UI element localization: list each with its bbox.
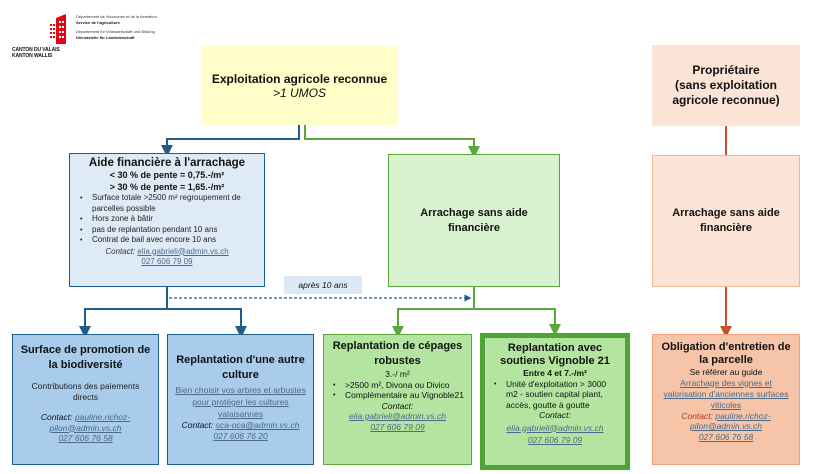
- v21-email-link[interactable]: elia.gabrieli@admin.vs.ch: [506, 422, 604, 433]
- aide-rate-over-30: > 30 % de pente = 1,65.-/m²: [109, 182, 225, 192]
- box-proprietaire: Propriétaire (sans exploitation agricole…: [652, 45, 800, 126]
- oblig-guide-link[interactable]: Arrachage des vignes et valorisation d'a…: [663, 377, 789, 410]
- aide-condition: Surface totale >2500 m² regroupement de …: [76, 193, 258, 214]
- v21-conditions-list: Unité d'exploitation > 3000 m2 - soutien…: [490, 379, 620, 411]
- contact-label: Contact:: [181, 420, 214, 430]
- proprietaire-subtitle-2: agricole reconnue): [672, 93, 780, 107]
- proprietaire-title: Propriétaire: [692, 63, 760, 77]
- biodiv-title: Surface de promotion de la biodiversité: [20, 344, 151, 371]
- robustes-phone[interactable]: 027 606 79 09: [370, 421, 425, 432]
- biodiv-text: Contributions des paiements directs: [31, 381, 140, 402]
- oblig-text: Se référer au guide: [689, 367, 763, 377]
- v21-condition: Unité d'exploitation > 3000 m2 - soutien…: [490, 379, 620, 411]
- arrachage-orange-line2: financière: [700, 222, 752, 234]
- contact-label: Contact:: [539, 410, 571, 420]
- aide-condition: Hors zone à bâtir: [76, 214, 258, 225]
- box-arrachage-sans-aide-proprietaire: Arrachage sans aide financière: [652, 155, 800, 287]
- canton-logo: CANTON DU VALAIS KANTON WALLIS Départeme…: [8, 6, 198, 59]
- aide-condition: Contrat de bail avec encore 10 ans: [76, 235, 258, 246]
- biodiv-email-link[interactable]: pauline.richoz-pilon@admin.vs.ch: [49, 412, 131, 433]
- robustes-email-link[interactable]: elia.gabrieli@admin.vs.ch: [349, 411, 446, 421]
- canton-name-fr: CANTON DU VALAIS: [12, 47, 60, 53]
- contact-label: Contact:: [105, 246, 136, 256]
- exploitation-title: Exploitation agricole reconnue: [211, 71, 388, 86]
- autre-guide-link[interactable]: Bien choisir vos arbres et arbustes pour…: [175, 385, 306, 419]
- service-fr: Service de l'agriculture: [76, 19, 120, 25]
- box-cepages-robustes: Replantation de cépages robustes 3.-/ m²…: [323, 334, 472, 465]
- autre-email-link[interactable]: sca-oca@admin.vs.ch: [215, 420, 300, 430]
- connector-arrachage-to-v21: [474, 308, 561, 336]
- aide-contact: Contact: elia.gabrieli@admin.vs.ch 027 6…: [105, 247, 228, 267]
- robustes-conditions-list: >2500 m², Divona ou Divico Complémentair…: [329, 380, 466, 401]
- connector-aide-to-autre: [167, 308, 247, 338]
- aide-title: Aide financière à l'arrachage: [88, 157, 246, 169]
- v21-title: Replantation avec soutiens Vignoble 21: [500, 342, 610, 367]
- dept-fr: Département de l'économie et de la forma…: [76, 14, 157, 19]
- connector-aide-to-biodiv: [79, 287, 168, 338]
- connector-exploit-to-aide: [161, 125, 300, 157]
- contact-label: Contact:: [381, 400, 414, 411]
- aide-condition: pas de replantation pendant 10 ans: [76, 225, 258, 236]
- proprietaire-subtitle-1: (sans exploitation: [674, 78, 778, 92]
- v21-phone[interactable]: 027 606 79 09: [527, 435, 583, 445]
- oblig-contact: Contact: pauline.richoz-pilon@admin.vs.c…: [658, 411, 794, 443]
- oblig-title: Obligation d'entretien de la parcelle: [661, 341, 791, 366]
- autre-contact: Contact: sca-oca@admin.vs.ch 027 606 76 …: [182, 420, 300, 441]
- contact-label: Contact:: [681, 410, 713, 421]
- connector-arrachage-to-robustes: [392, 287, 475, 338]
- robustes-title: Replantation de cépages robustes: [332, 340, 463, 367]
- box-arrachage-sans-aide-exploitation: Arrachage sans aide financière: [388, 154, 560, 287]
- robustes-rate: 3.-/ m²: [385, 369, 410, 379]
- oblig-email-link[interactable]: pauline.richoz-pilon@admin.vs.ch: [690, 410, 771, 432]
- valais-shield-icon: [50, 14, 66, 44]
- robustes-condition: >2500 m², Divona ou Divico: [329, 380, 466, 391]
- autre-phone[interactable]: 027 606 76 20: [213, 430, 268, 441]
- oblig-phone[interactable]: 027 606 76 58: [698, 431, 754, 442]
- arrachage-green-line1: Arrachage sans aide: [420, 206, 528, 219]
- box-vignoble-21: Replantation avec soutiens Vignoble 21 E…: [480, 333, 630, 470]
- canton-name: CANTON DU VALAIS KANTON WALLIS: [12, 47, 60, 59]
- aide-rate-under-30: < 30 % de pente = 0,75.-/m²: [109, 170, 225, 180]
- biodiv-contact: Contact: pauline.richoz-pilon@admin.vs.c…: [18, 412, 153, 444]
- v21-rate: Entre 4 et 7.-/m²: [523, 368, 587, 378]
- aide-conditions-list: Surface totale >2500 m² regroupement de …: [76, 193, 258, 246]
- exploitation-subtitle: >1 UMOS: [272, 85, 326, 100]
- after-10-years-label: après 10 ans: [284, 276, 362, 294]
- box-biodiversite: Surface de promotion de la biodiversité …: [12, 334, 159, 465]
- dept-de: Departement für Volkswirtschaft und Bild…: [76, 29, 155, 34]
- box-exploitation-reconnue: Exploitation agricole reconnue >1 UMOS: [201, 46, 398, 125]
- connector-exploit-to-arrachage: [304, 125, 480, 158]
- box-aide-financiere: Aide financière à l'arrachage < 30 % de …: [69, 153, 265, 287]
- department-info: Département de l'économie et de la forma…: [76, 14, 157, 40]
- contact-label: Contact:: [40, 412, 73, 422]
- robustes-condition: Complémentaire au Vignoble21: [329, 390, 466, 401]
- arrachage-green-line2: financière: [448, 221, 500, 234]
- aide-email-link[interactable]: elia.gabrieli@admin.vs.ch: [137, 246, 229, 256]
- service-de: Dienststelle für Landwirtschaft: [76, 34, 135, 40]
- box-obligation-entretien: Obligation d'entretien de la parcelle Se…: [652, 334, 800, 465]
- arrachage-orange-line1: Arrachage sans aide: [672, 207, 780, 219]
- biodiv-phone[interactable]: 027 606 76 58: [58, 433, 113, 443]
- aide-phone[interactable]: 027 606 79 09: [141, 256, 193, 266]
- canton-name-de: KANTON WALLIS: [12, 53, 53, 59]
- box-autre-culture: Replantation d'une autre culture Bien ch…: [167, 334, 314, 465]
- autre-title: Replantation d'une autre culture: [176, 354, 305, 381]
